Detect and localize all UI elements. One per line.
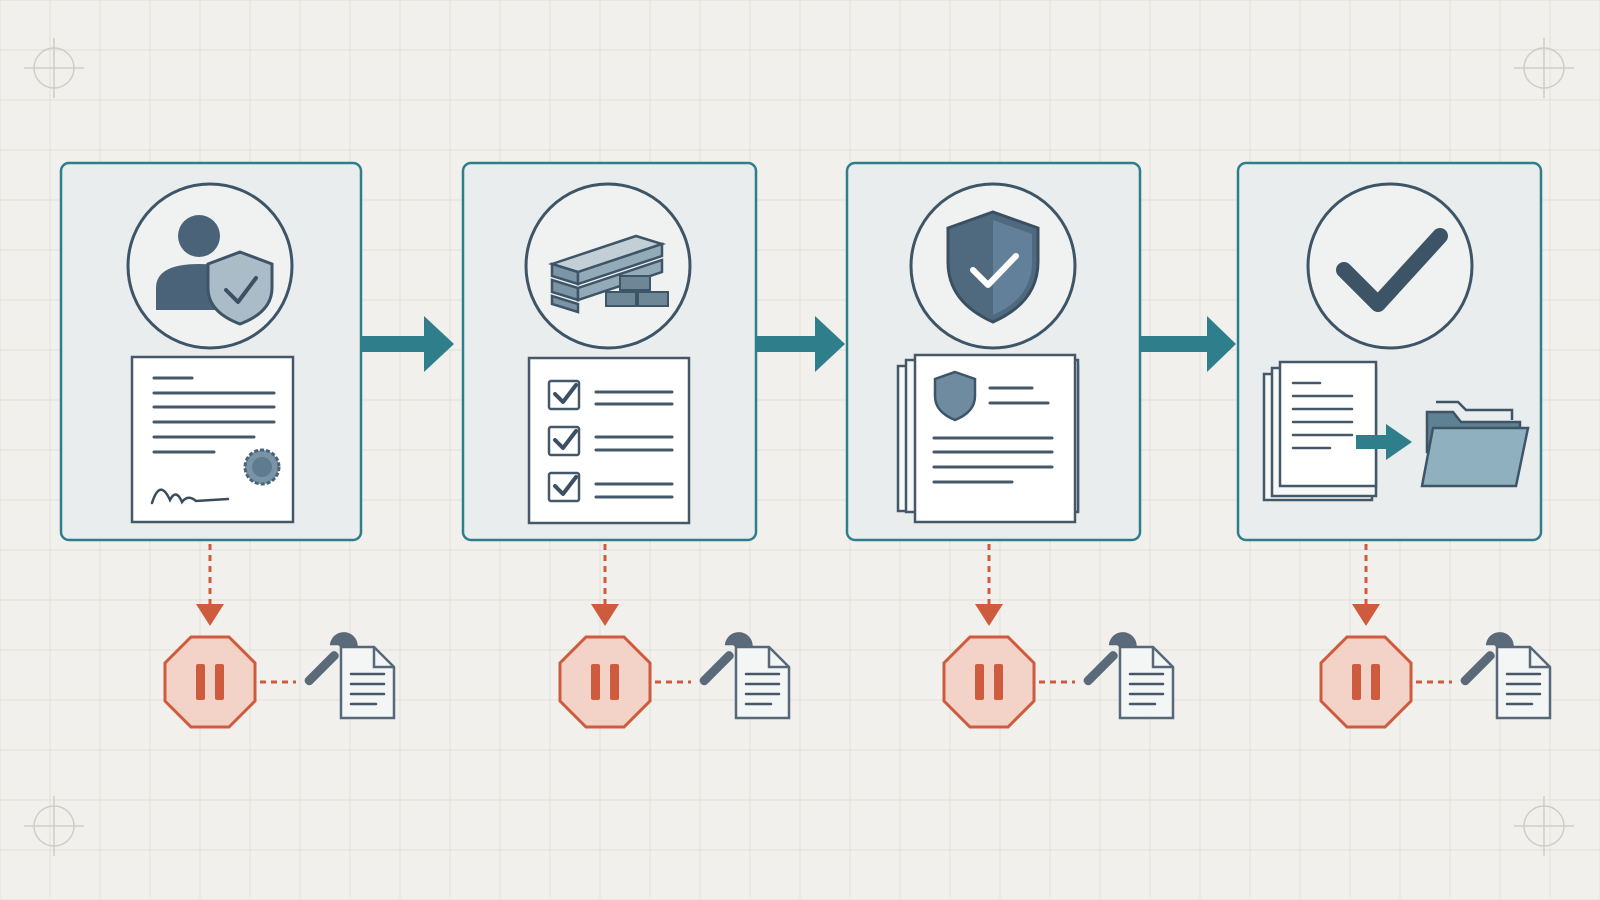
halt-point-2 — [558, 544, 791, 729]
building-materials-icon — [524, 182, 692, 350]
halt-point-1 — [163, 544, 396, 729]
shield-check-icon — [909, 182, 1077, 350]
stage-card-identity-verification — [59, 161, 363, 542]
halt-point-3 — [942, 544, 1175, 729]
signed-certificate-icon — [130, 355, 295, 524]
checklist-icon — [527, 356, 691, 525]
flow-arrow-1 — [362, 316, 454, 372]
user-shield-icon — [126, 182, 294, 350]
checkmark-icon — [1306, 182, 1474, 350]
stage-card-materials-checklist — [461, 161, 758, 542]
pause-octagon-icon — [1319, 635, 1413, 729]
document-icon — [1495, 645, 1552, 720]
document-icon — [339, 645, 396, 720]
pause-octagon-icon — [558, 635, 652, 729]
pause-octagon-icon — [163, 635, 257, 729]
document-icon — [734, 645, 791, 720]
halt-point-4 — [1319, 544, 1552, 729]
stage-card-completion-filing — [1236, 161, 1543, 542]
flow-arrow-3 — [1141, 316, 1236, 372]
document-to-folder-icon — [1262, 360, 1530, 502]
shield-document-icon — [896, 353, 1080, 524]
stage-card-security-approval — [845, 161, 1142, 542]
pause-octagon-icon — [942, 635, 1036, 729]
flow-arrow-2 — [757, 316, 845, 372]
corner-marks — [24, 38, 1574, 856]
document-icon — [1118, 645, 1175, 720]
